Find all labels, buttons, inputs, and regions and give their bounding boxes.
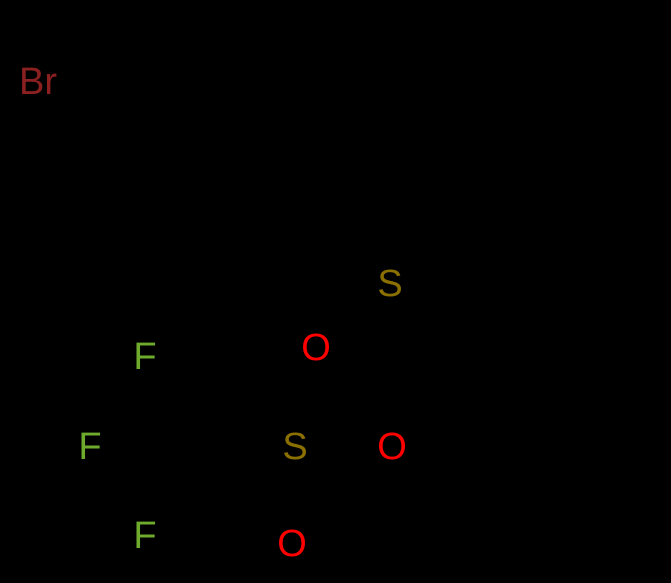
bond	[200, 223, 289, 277]
bond	[117, 223, 206, 277]
atom-label-s-sulfonyl: S	[279, 427, 311, 467]
atom-label-o-sulfonyl-bottom: O	[274, 524, 310, 564]
bond	[292, 367, 319, 428]
atom-label-s-thioether: S	[374, 264, 406, 304]
atom-label-o-sulfonyl-right: O	[374, 427, 410, 467]
bond	[157, 444, 203, 526]
bond	[408, 223, 473, 297]
atom-label-br-1: Br	[16, 62, 60, 102]
atom-label-o-ester: O	[298, 328, 334, 368]
bond	[211, 73, 286, 118]
bond	[550, 223, 639, 277]
bond	[553, 94, 628, 140]
bond	[553, 216, 626, 261]
bond	[117, 79, 206, 133]
atom-label-f-1: F	[130, 337, 160, 377]
bond	[157, 367, 203, 450]
bond	[467, 223, 556, 277]
bond	[203, 217, 278, 262]
bond	[550, 79, 639, 133]
bond	[283, 223, 319, 329]
atom-label-f-3: F	[130, 516, 160, 556]
bond	[467, 79, 556, 133]
bond	[289, 467, 297, 525]
bond	[283, 223, 372, 277]
atom-label-f-2: F	[75, 427, 105, 467]
bond	[200, 79, 289, 133]
